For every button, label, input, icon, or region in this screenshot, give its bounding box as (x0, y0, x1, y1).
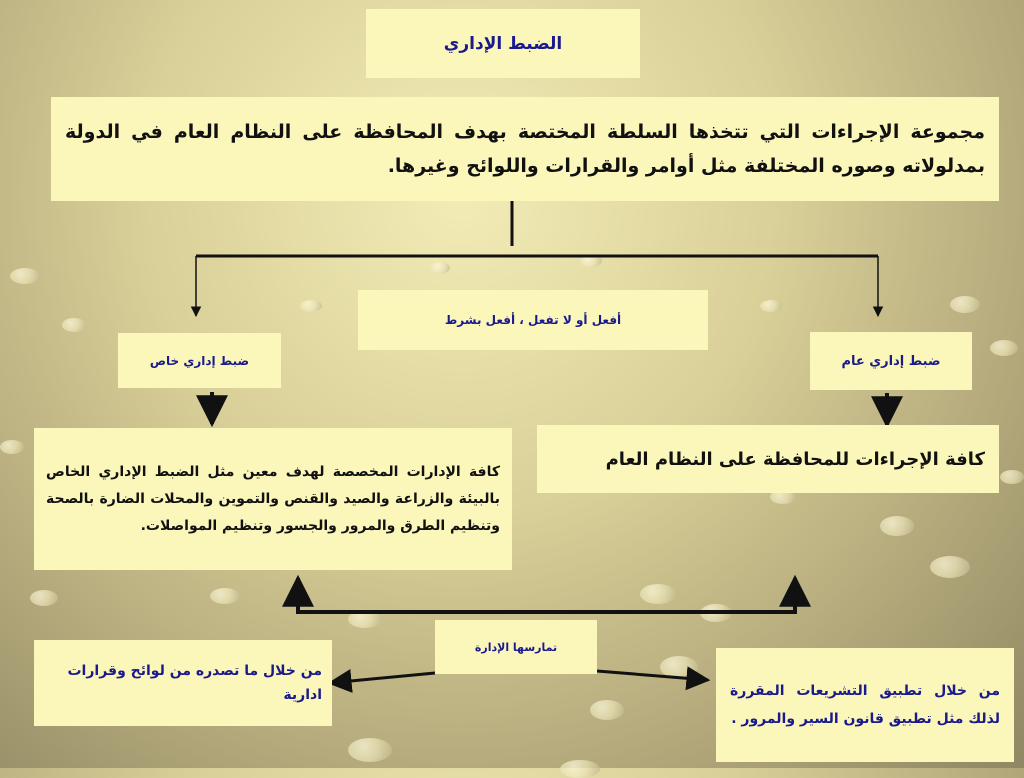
arrow-to-regulations (327, 669, 436, 693)
background-dot (590, 700, 624, 720)
general-desc-box: كافة الإجراءات للمحافظة على النظام العام (537, 425, 999, 493)
definition-text: مجموعة الإجراءات التي تتخذها السلطة المخ… (65, 121, 985, 177)
background-dot (430, 262, 450, 274)
regulations-box: من خلال ما تصدره من لوائح وقرارات ادارية (34, 640, 332, 726)
title-box: الضبط الإداري (366, 9, 640, 78)
legislation-text: من خلال تطبيق التشريعات المقررة لذلك مثل… (730, 683, 1000, 727)
definition-box: مجموعة الإجراءات التي تتخذها السلطة المخ… (51, 97, 999, 201)
background-dot (580, 255, 602, 267)
forms-box: أفعل أو لا تفعل ، أفعل بشرط (358, 290, 708, 350)
arrow-to-legislation (596, 666, 711, 691)
exercise-text: تمارسها الإدارة (474, 640, 558, 654)
background-dot (30, 590, 58, 606)
legislation-box: من خلال تطبيق التشريعات المقررة لذلك مثل… (716, 648, 1014, 762)
background-dot (760, 300, 782, 312)
background-dot (950, 296, 980, 313)
arrow-exercise-bracket (282, 574, 811, 614)
background-dot (348, 610, 382, 628)
diagram-title: الضبط الإداري (443, 33, 563, 54)
special-control-box: ضبط إداري خاص (118, 333, 281, 388)
background-dot (210, 588, 240, 604)
background-dot (10, 268, 40, 284)
background-dot (770, 490, 796, 504)
exercise-box: تمارسها الإدارة (435, 620, 597, 674)
background-dot (348, 738, 392, 762)
special-desc-text: كافة الإدارات المخصصة لهدف معين مثل الضب… (46, 463, 500, 534)
background-dot (930, 556, 970, 578)
general-control-label: ضبط إداري عام (841, 353, 941, 369)
background-dot (990, 340, 1018, 356)
background-dot (300, 300, 322, 312)
background-dot (1000, 470, 1024, 484)
special-desc-box: كافة الإدارات المخصصة لهدف معين مثل الضب… (34, 428, 512, 570)
regulations-text: من خلال ما تصدره من لوائح وقرارات ادارية (67, 663, 322, 703)
general-desc-text: كافة الإجراءات للمحافظة على النظام العام (605, 448, 985, 470)
background-dot (880, 516, 914, 536)
background-dot (0, 440, 24, 454)
background-dot (62, 318, 86, 332)
forms-text: أفعل أو لا تفعل ، أفعل بشرط (444, 313, 622, 327)
general-control-box: ضبط إداري عام (810, 332, 972, 390)
special-control-label: ضبط إداري خاص (149, 353, 250, 368)
